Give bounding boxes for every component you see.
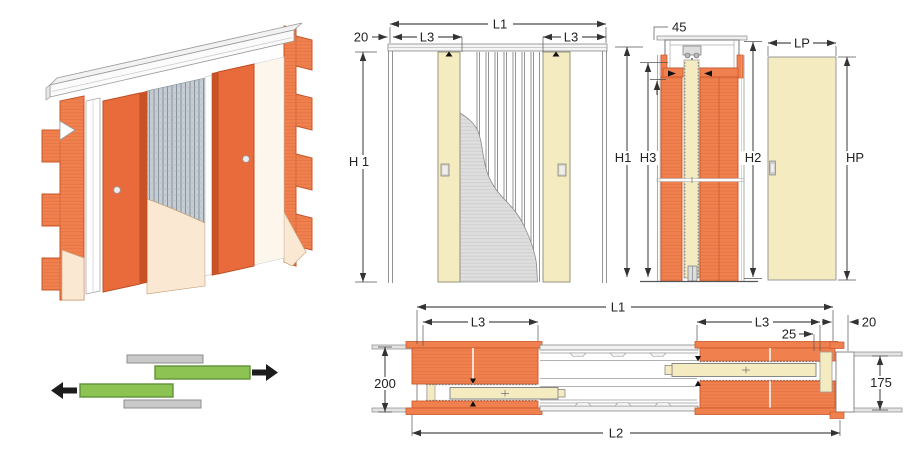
dim-LP: LP — [767, 36, 837, 56]
anchor-detail-icon — [59, 120, 76, 141]
seal-arrow-icon — [668, 70, 676, 77]
steel-mesh-panel — [146, 77, 206, 224]
horizontal-section-plan: L1 L3 L3 25 20 — [370, 300, 903, 441]
door-in-pocket — [683, 59, 700, 279]
plaster-area — [459, 112, 538, 283]
dim-20: 20 — [354, 30, 388, 45]
dim-H2: H2 — [741, 41, 766, 279]
dim-label: H2 — [745, 150, 762, 165]
dim-25: 25 — [782, 327, 815, 351]
dim-175: 175 — [866, 355, 895, 411]
vertical-section: 45 H1 H3 H2 — [612, 20, 868, 283]
pocket-left-lower — [411, 400, 539, 409]
fixed-panel-bar — [123, 399, 202, 409]
dim-L1: L1 — [389, 17, 607, 43]
dim-200: 200 — [370, 346, 400, 413]
dim-label: H1 — [615, 150, 632, 165]
door-panel-bar-right — [154, 365, 251, 380]
dim-label: L3 — [755, 315, 769, 330]
dim-label: L3 — [471, 315, 485, 330]
dim-label: L1 — [611, 300, 625, 315]
dim-label: HP — [846, 150, 864, 165]
dim-label: H3 — [640, 150, 657, 165]
dim-H1-elevation: H 1 — [346, 51, 377, 283]
door-panel-bar-left — [79, 383, 174, 398]
seal-arrow-icon — [470, 378, 476, 384]
dim-L3-plan-left: L3 — [422, 315, 539, 346]
plasterboard-wedge-left — [61, 249, 85, 301]
door-handle-dot — [242, 155, 250, 163]
dim-label: H 1 — [349, 154, 369, 169]
front-elevation: L1 20 L3 L3 H 1 — [346, 17, 608, 283]
track-profile — [664, 39, 740, 69]
dim-label: 20 — [862, 315, 876, 330]
dim-L2: L2 — [411, 415, 841, 441]
isometric-illustration — [41, 22, 313, 301]
dim-20-plan: 20 — [822, 315, 876, 351]
dim-H3 — [640, 62, 668, 277]
sliding-door-left — [102, 92, 141, 293]
arrow-left-icon — [51, 382, 77, 399]
seal-arrow-icon — [695, 380, 701, 386]
dim-L1-plan: L1 — [416, 300, 834, 344]
seal-arrow-icon — [470, 401, 476, 407]
seal-arrow-icon — [695, 356, 701, 362]
sliding-direction-schematic — [51, 354, 278, 409]
jamb-channel-right — [835, 351, 855, 413]
sliding-door-right — [217, 63, 255, 275]
dim-label: 200 — [374, 376, 396, 391]
arrow-right-icon — [252, 364, 278, 381]
dim-label: LP — [794, 36, 810, 51]
dim-L3-right: L3 — [542, 30, 606, 52]
dim-L3-left: L3 — [393, 30, 463, 52]
dim-label: L3 — [564, 30, 578, 45]
seal-arrow-icon — [704, 70, 712, 77]
dim-label: L2 — [609, 426, 623, 441]
dim-label: L1 — [493, 17, 507, 32]
dim-L3-plan-right: L3 — [696, 315, 821, 351]
door-leaf-drawing: LP HP — [767, 36, 868, 281]
door-handle-dot — [113, 186, 121, 194]
dim-label: 25 — [782, 327, 796, 342]
dim-label: 175 — [870, 375, 892, 390]
dim-label: 20 — [354, 30, 368, 45]
pocket-right-lower — [699, 380, 836, 409]
dim-label: L3 — [420, 30, 434, 45]
hanger-arrow-icon — [552, 51, 560, 57]
fixed-panel-bar — [126, 354, 204, 364]
dim-45: 45 — [653, 20, 686, 40]
door-plan-left — [449, 387, 566, 400]
door-leaf — [767, 56, 837, 281]
dim-HP: HP — [838, 56, 868, 281]
door-plan-right — [664, 363, 817, 377]
pocket-right-upper — [699, 347, 836, 362]
hanger-arrow-icon — [445, 51, 453, 57]
dim-label: 45 — [672, 20, 686, 35]
